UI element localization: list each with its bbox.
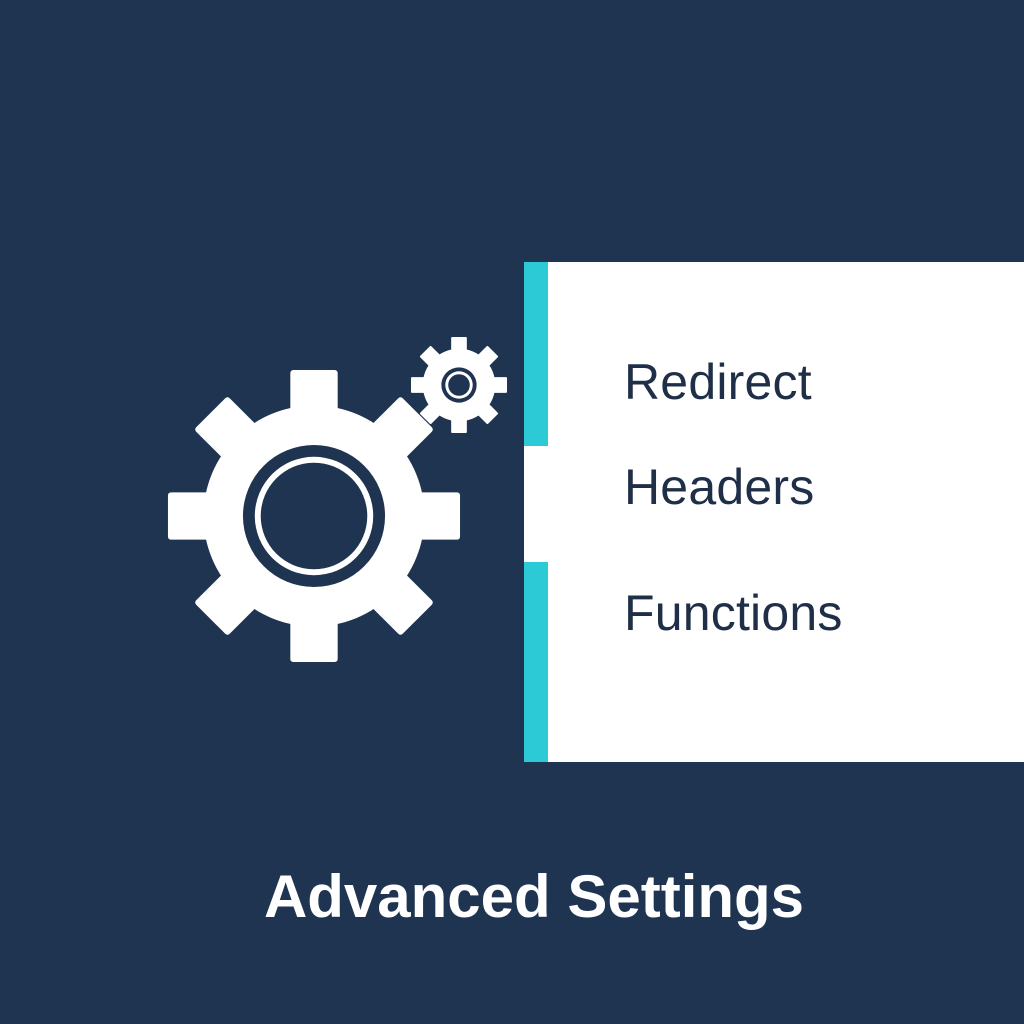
menu-item-headers[interactable]: Headers [624, 424, 1014, 550]
settings-menu: Redirect Headers Functions [624, 340, 1014, 676]
menu-item-redirect[interactable]: Redirect [624, 340, 1014, 424]
menu-item-functions[interactable]: Functions [624, 550, 1014, 676]
settings-menu-panel [524, 262, 1024, 762]
active-indicator-bottom [524, 562, 548, 762]
active-indicator-top [524, 262, 548, 446]
menu-item-label: Redirect [624, 354, 812, 410]
page-title: Advanced Settings [263, 863, 805, 930]
menu-item-label: Functions [624, 585, 843, 641]
gear-icon [167, 369, 461, 663]
menu-item-label: Headers [624, 459, 815, 515]
gear-icon [410, 336, 508, 434]
